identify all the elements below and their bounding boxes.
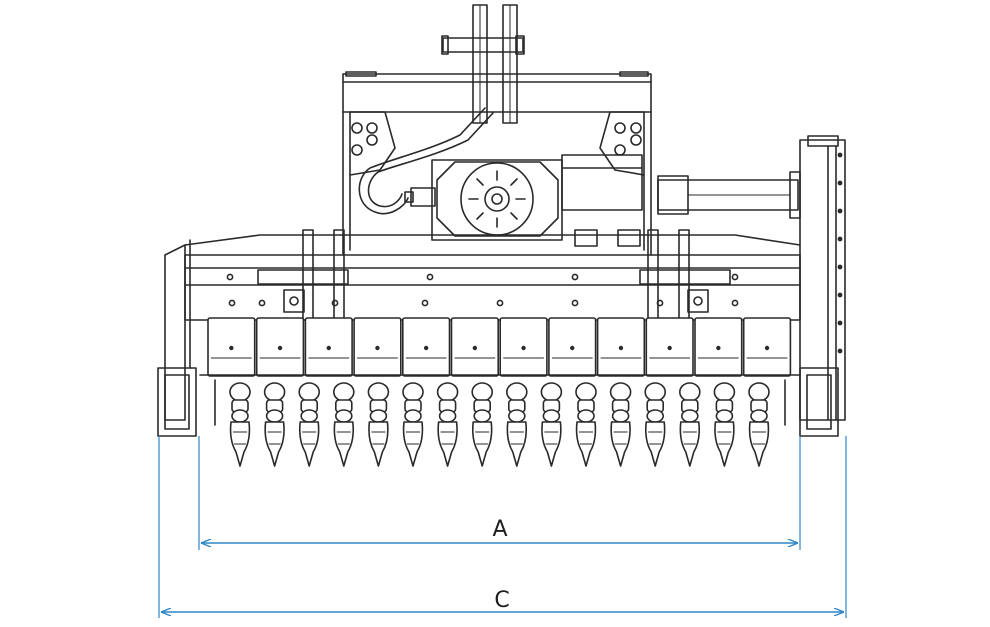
rotor-hood: [694, 317, 743, 377]
side-shift-cylinder: [657, 171, 801, 219]
right-side-plate: [799, 135, 846, 421]
rotor-tine: [298, 382, 321, 467]
rotor-tine: [263, 382, 286, 467]
dimension-a-label: A: [492, 517, 507, 542]
dimension-c: C: [158, 436, 847, 618]
rotor-hood: [742, 317, 792, 377]
rotor-tine: [229, 382, 251, 467]
side-plate-bolts: [837, 152, 843, 354]
frame-bolts: [226, 273, 739, 307]
rotor-hood: [304, 317, 353, 377]
left-side-plate: [157, 239, 839, 437]
rotor-tines: [229, 382, 770, 467]
rotor-tine: [540, 382, 563, 467]
rotor-tine: [575, 382, 597, 467]
gearbox-bolts: [468, 170, 526, 228]
rotor-hood: [499, 317, 548, 377]
top-hitch-mast: [441, 4, 525, 124]
dimension-c-label: C: [494, 588, 509, 613]
rotor-tine: [505, 382, 528, 467]
rotor-tine: [713, 382, 736, 467]
rotor-tine: [402, 382, 424, 467]
rotor-hood: [645, 317, 694, 377]
rotor-hood: [450, 317, 500, 377]
dimension-a: A: [198, 436, 801, 550]
rotor-hood: [353, 317, 402, 377]
gearbox: [404, 154, 643, 247]
rotor-tine: [471, 382, 494, 467]
rotor-tine: [436, 382, 459, 467]
rotor-hoods: [207, 317, 792, 377]
rotor-tine: [609, 382, 632, 467]
rotor-hood: [255, 317, 305, 377]
rotor-tine: [332, 382, 355, 467]
rotor-hood: [207, 317, 256, 377]
rotor-hood: [548, 317, 597, 377]
rotor-tine: [748, 382, 770, 467]
rotor-hood: [596, 317, 646, 377]
rotor-tine: [644, 382, 667, 467]
rotor-tine: [367, 382, 390, 467]
upper-frame: [342, 71, 652, 256]
rotor-hood: [401, 317, 451, 377]
main-frame: [184, 229, 801, 321]
linkage-hose: [358, 107, 494, 215]
rotor-tine: [678, 382, 701, 467]
